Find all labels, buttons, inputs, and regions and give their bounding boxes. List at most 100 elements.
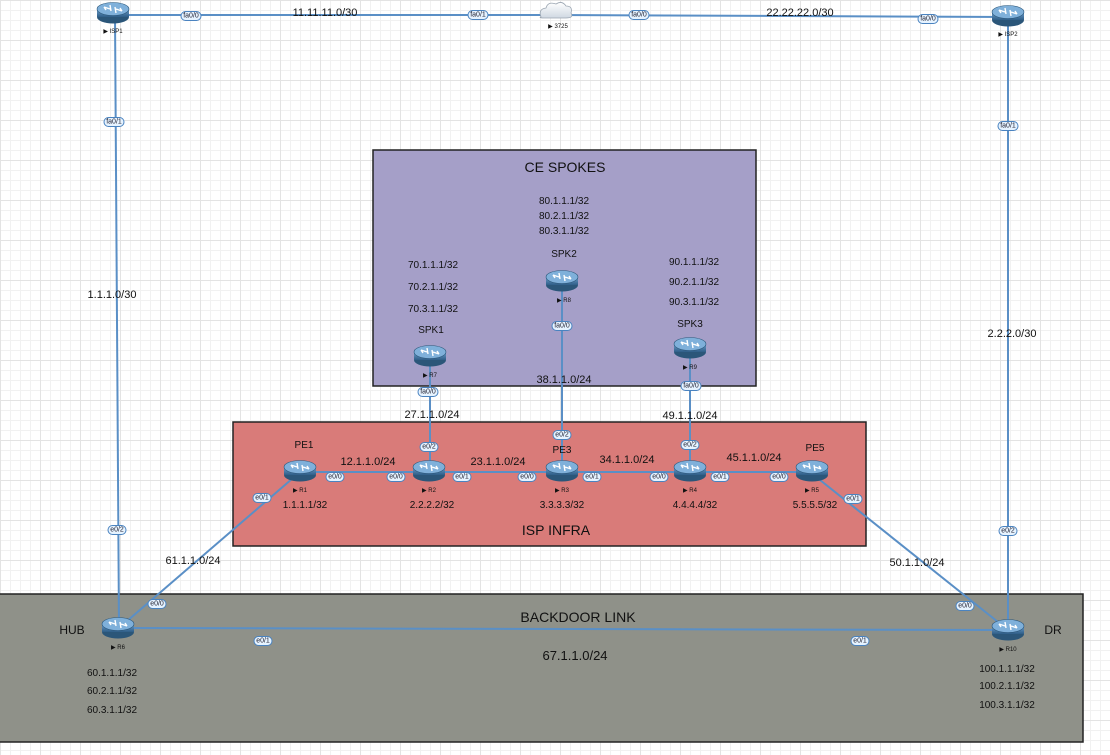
- svg-text:e0/0: e0/0: [328, 474, 342, 481]
- loopback-label: 70.3.1.1/32: [408, 304, 458, 315]
- svg-text:e0/1: e0/1: [853, 638, 867, 645]
- loopback-label: 3.3.3.3/32: [540, 500, 585, 511]
- router-device-label: ▶ R6: [111, 645, 126, 651]
- if-r4-e00: e0/0: [649, 472, 669, 482]
- svg-text:e0/0: e0/0: [772, 474, 786, 481]
- cloud-icon: [539, 2, 573, 19]
- router-icon: [673, 336, 707, 360]
- if-r2-e01: e0/1: [452, 472, 472, 482]
- if-r1-e00: e0/0: [325, 472, 345, 482]
- svg-text:e0/0: e0/0: [150, 601, 164, 608]
- net-1-label: 1.1.1.0/30: [88, 289, 137, 301]
- if-isp1-fa00: fa0/0: [180, 11, 202, 21]
- router-icon: [412, 459, 446, 483]
- net-27-label: 27.1.1.0/24: [404, 409, 459, 421]
- loopback-label: 100.2.1.1/32: [979, 681, 1035, 692]
- router-r7[interactable]: 70.1.1.1/32 70.2.1.1/32 70.3.1.1/32 SPK1…: [408, 260, 458, 379]
- interface-labels: fa0/0 fa0/1 fa0/0 fa0/0 fa0/1 fa0/1 e0/2…: [103, 10, 1019, 646]
- router-icon: [991, 4, 1025, 28]
- loopback-label: 60.2.1.1/32: [87, 686, 137, 697]
- if-r3-e02: e0/2: [552, 430, 572, 440]
- router-icon: [991, 618, 1025, 642]
- router-r2[interactable]: ▶ R2 2.2.2.2/32: [410, 459, 455, 512]
- if-cloud-fa00: fa0/0: [628, 10, 650, 20]
- loopback-label: 70.2.1.1/32: [408, 282, 458, 293]
- if-r2-e02: e0/2: [419, 442, 439, 452]
- loopback-label: 70.1.1.1/32: [408, 260, 458, 271]
- loopback-label: 100.1.1.1/32: [979, 664, 1035, 675]
- loopback-label: 60.1.1.1/32: [87, 668, 137, 679]
- loopback-label: 1.1.1.1/32: [283, 500, 328, 511]
- router-device-label: ▶ R3: [555, 488, 570, 494]
- link-isp1-r6: [114, 14, 120, 629]
- svg-text:e0/1: e0/1: [846, 496, 860, 503]
- net-34-label: 34.1.1.0/24: [599, 454, 654, 466]
- isp-infra-title: ISP INFRA: [522, 522, 591, 538]
- router-r9[interactable]: 90.1.1.1/32 90.2.1.1/32 90.3.1.1/32 SPK3…: [669, 257, 719, 371]
- cloud-device-label: ▶ 3725: [548, 24, 568, 30]
- if-r6-e00: e0/0: [147, 599, 167, 609]
- loopback-label: 2.2.2.2/32: [410, 500, 455, 511]
- net-61-label: 61.1.1.0/24: [165, 555, 220, 567]
- if-r9-fa00: fa0/0: [680, 381, 702, 391]
- if-r10-e00: e0/0: [955, 601, 975, 611]
- router-r1[interactable]: PE1 ▶ R1 1.1.1.1/32: [283, 440, 328, 511]
- link-r5-r10: [809, 471, 1009, 631]
- backdoor-title: BACKDOOR LINK: [520, 609, 636, 625]
- svg-text:fa0/0: fa0/0: [631, 12, 647, 19]
- svg-text:e0/1: e0/1: [255, 495, 269, 502]
- router-role-label: DR: [1044, 623, 1062, 637]
- svg-text:e0/2: e0/2: [555, 432, 569, 439]
- router-icon: [545, 269, 579, 293]
- router-device-label: ▶ R10: [999, 647, 1017, 653]
- loopback-label: 90.3.1.1/32: [669, 297, 719, 308]
- svg-text:fa0/0: fa0/0: [683, 383, 699, 390]
- svg-text:e0/0: e0/0: [958, 603, 972, 610]
- loopback-label: 90.1.1.1/32: [669, 257, 719, 268]
- router-device-label: ▶ R8: [557, 298, 572, 304]
- if-isp2-fa00: fa0/0: [917, 14, 939, 24]
- router-isp2[interactable]: ▶ ISP2: [991, 4, 1025, 39]
- ce-spokes-title: CE SPOKES: [525, 159, 606, 175]
- if-r10-e01: e0/1: [850, 636, 870, 646]
- if-cloud-fa01: fa0/1: [467, 10, 489, 20]
- svg-text:e0/0: e0/0: [520, 474, 534, 481]
- net-12-label: 12.1.1.0/24: [340, 456, 395, 468]
- if-r4-e02: e0/2: [680, 440, 700, 450]
- loopback-label: 5.5.5.5/32: [793, 500, 838, 511]
- loopback-label: 80.3.1.1/32: [539, 226, 589, 237]
- router-device-label: ▶ R1: [293, 488, 308, 494]
- router-device-label: ▶ R7: [423, 373, 438, 379]
- isp-infra-area: [232, 421, 867, 547]
- if-r3-e00: e0/0: [517, 472, 537, 482]
- router-device-label: ▶ R9: [683, 365, 698, 371]
- svg-text:e0/1: e0/1: [713, 474, 727, 481]
- svg-text:e0/0: e0/0: [652, 474, 666, 481]
- router-r6[interactable]: HUB ▶ R6 60.1.1.1/32 60.2.1.1/32 60.3.1.…: [59, 616, 137, 717]
- net-50-label: 50.1.1.0/24: [889, 557, 944, 569]
- net-22-label: 22.22.22.0/30: [766, 7, 833, 19]
- router-r8[interactable]: 80.1.1.1/32 80.2.1.1/32 80.3.1.1/32 SPK2…: [539, 196, 589, 304]
- router-role-label: SPK3: [677, 319, 703, 330]
- svg-text:fa0/0: fa0/0: [420, 389, 436, 396]
- router-icon: [795, 459, 829, 483]
- router-r4[interactable]: ▶ R4 4.4.4.4/32: [673, 459, 718, 512]
- router-r5[interactable]: PE5 ▶ R5 5.5.5.5/32: [793, 443, 838, 511]
- svg-text:e0/0: e0/0: [389, 474, 403, 481]
- backdoor-area: [0, 593, 1084, 743]
- svg-text:fa0/0: fa0/0: [920, 16, 936, 23]
- router-r3[interactable]: PE3 ▶ R3 3.3.3.3/32: [540, 445, 585, 511]
- svg-text:e0/1: e0/1: [455, 474, 469, 481]
- loopback-label: 60.3.1.1/32: [87, 705, 137, 716]
- router-icon: [96, 1, 130, 25]
- router-isp1[interactable]: ▶ ISP1: [96, 1, 130, 36]
- if-r7-fa00: fa0/0: [417, 387, 439, 397]
- cloud-3725[interactable]: ▶ 3725: [539, 2, 573, 30]
- svg-text:fa0/0: fa0/0: [183, 13, 199, 20]
- svg-text:fa0/1: fa0/1: [106, 119, 122, 126]
- svg-text:e0/2: e0/2: [422, 444, 436, 451]
- router-r10[interactable]: DR ▶ R10 100.1.1.1/32 100.2.1.1/32 100.3…: [979, 618, 1062, 712]
- router-icon: [673, 459, 707, 483]
- router-role-label: SPK1: [418, 325, 444, 336]
